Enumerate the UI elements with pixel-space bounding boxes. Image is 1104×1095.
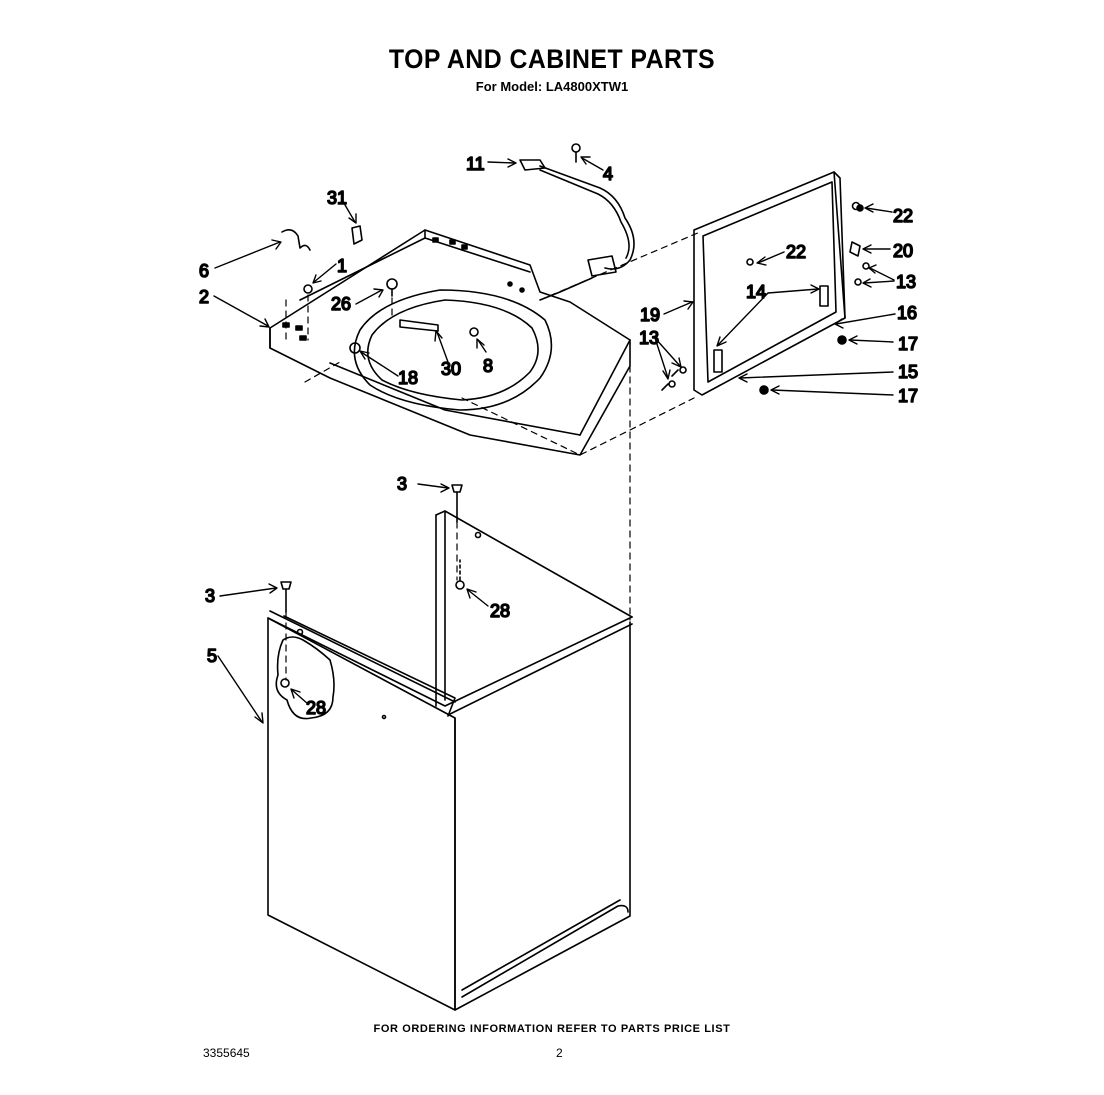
callout-19: 19 <box>640 305 660 325</box>
diagram-title: TOP AND CABINET PARTS <box>388 44 716 74</box>
callout-22-lower: 22 <box>786 242 806 262</box>
bumper-17-upper <box>837 335 847 345</box>
callout-3-upper: 3 <box>397 474 407 494</box>
callout-2: 2 <box>199 287 209 307</box>
ordering-note: FOR ORDERING INFORMATION REFER TO PARTS … <box>373 1023 731 1035</box>
clip-3-upper <box>451 484 463 493</box>
screw-13-lower-a <box>679 366 687 374</box>
cabinet-cutaway <box>275 636 335 720</box>
callout-28-lower: 28 <box>306 698 326 718</box>
screw-28-upper <box>455 580 465 590</box>
clamp-6 <box>281 228 311 251</box>
cabinet <box>267 510 633 1011</box>
lid-frame <box>693 171 861 396</box>
callout-3-lower: 3 <box>205 586 215 606</box>
callout-22-upper: 22 <box>893 206 913 226</box>
callout-4: 4 <box>603 164 613 184</box>
document-number: 3355645 <box>203 1046 250 1060</box>
screw-13-upper-a <box>862 262 870 270</box>
callout-20: 20 <box>893 241 913 261</box>
callout-16: 16 <box>897 303 917 323</box>
callout-14: 14 <box>746 282 766 302</box>
part-30 <box>399 319 439 332</box>
leader-lines <box>213 156 896 724</box>
clip-3-lower <box>280 581 292 590</box>
callout-11: 11 <box>466 154 485 174</box>
screw-13-upper-b <box>854 278 862 286</box>
callout-8: 8 <box>483 356 493 376</box>
screw-28-lower <box>280 678 290 688</box>
callout-5: 5 <box>207 646 217 666</box>
screw-4 <box>571 143 581 163</box>
callout-1: 1 <box>337 256 347 276</box>
fastener-1 <box>303 284 313 294</box>
callout-31: 31 <box>327 188 347 208</box>
bumper-17-lower <box>759 385 769 395</box>
callout-17-upper: 17 <box>898 334 918 354</box>
assembly-lines <box>285 231 701 681</box>
hinge-20 <box>849 241 861 257</box>
callout-13-lower: 13 <box>639 328 659 348</box>
callout-26: 26 <box>331 294 351 314</box>
lid-switch-assembly <box>519 159 635 301</box>
callout-18: 18 <box>398 368 418 388</box>
callout-28-upper: 28 <box>490 601 510 621</box>
nut-26 <box>386 278 398 290</box>
clip-31 <box>351 225 363 245</box>
model-subtitle: For Model: LA4800XTW1 <box>475 79 629 94</box>
callout-17-lower: 17 <box>898 386 918 406</box>
callout-15: 15 <box>898 362 918 382</box>
callout-13-upper: 13 <box>896 272 916 292</box>
callout-6: 6 <box>199 261 209 281</box>
callout-30: 30 <box>441 359 461 379</box>
screw-8 <box>469 327 479 337</box>
bumper-22-upper <box>856 204 864 212</box>
page-number: 2 <box>556 1046 563 1060</box>
screw-13-lower-b <box>668 380 676 388</box>
washer-top <box>269 229 631 456</box>
